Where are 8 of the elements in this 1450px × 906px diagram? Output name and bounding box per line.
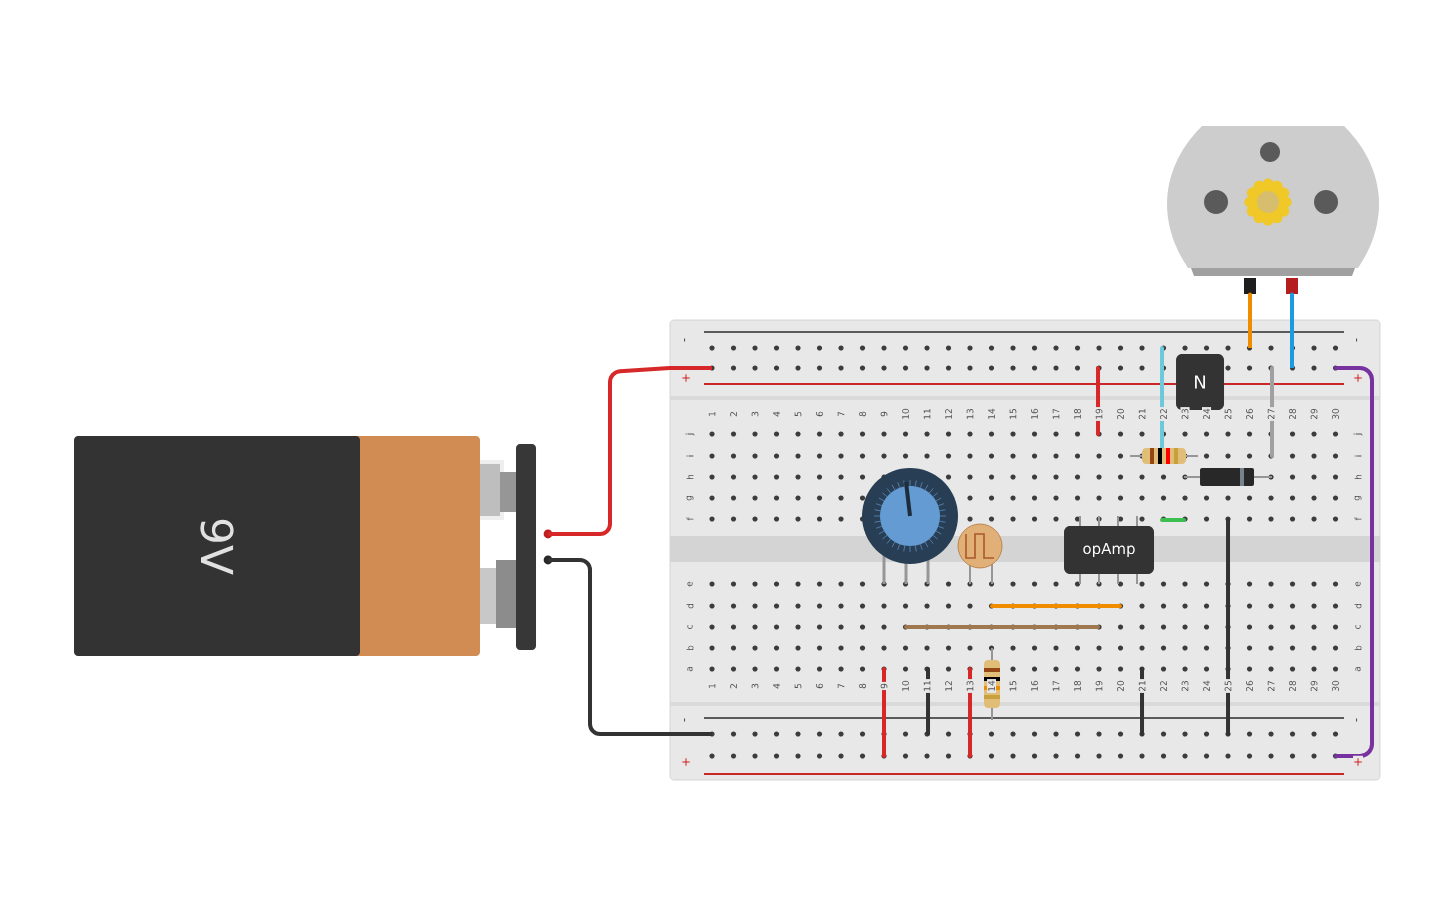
wire <box>1290 292 1294 322</box>
transistor: N <box>1176 354 1224 410</box>
breadboard <box>669 319 1381 781</box>
wire <box>547 558 672 736</box>
wire <box>1248 292 1252 322</box>
motor-drawing <box>1167 126 1379 294</box>
battery-drawing: 9V <box>74 436 553 656</box>
wire <box>547 366 672 536</box>
